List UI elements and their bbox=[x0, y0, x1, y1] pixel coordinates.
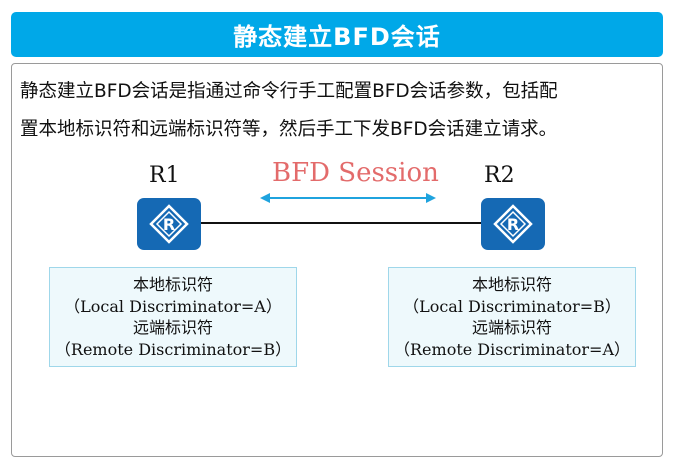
router-r2-label: R2 bbox=[484, 163, 515, 188]
bidirectional-arrow-icon bbox=[260, 193, 436, 203]
router-r2-icon: R bbox=[481, 198, 545, 250]
content-box bbox=[11, 63, 663, 457]
router-r2-symbol: R bbox=[493, 204, 533, 244]
intro-line-2: 置本地标识符和远端标识符等，然后手工下发BFD会话建立请求。 bbox=[20, 119, 558, 140]
r2-local-value: （Local Discriminator=B） bbox=[403, 296, 621, 316]
router-r2-letter: R bbox=[507, 215, 519, 234]
r1-discriminator-box: 本地标识符 （Local Discriminator=A） 远端标识符 （Rem… bbox=[49, 267, 297, 367]
intro-line-1: 静态建立BFD会话是指通过命令行手工配置BFD会话参数，包括配 bbox=[20, 81, 558, 102]
router-r1-label: R1 bbox=[149, 163, 180, 188]
router-r1-letter: R bbox=[163, 215, 175, 234]
router-r1-symbol: R bbox=[149, 204, 189, 244]
r2-remote-value: （Remote Discriminator=A） bbox=[394, 339, 630, 359]
router-r1-icon: R bbox=[137, 198, 201, 250]
r1-remote-value: （Remote Discriminator=B） bbox=[54, 339, 292, 359]
r2-local-title: 本地标识符 bbox=[471, 275, 552, 294]
page-title: 静态建立BFD会话 bbox=[233, 23, 441, 51]
intro-paragraph: 静态建立BFD会话是指通过命令行手工配置BFD会话参数，包括配 置本地标识符和远… bbox=[20, 73, 660, 149]
bfd-session-label: BFD Session bbox=[272, 158, 439, 188]
r2-remote-title: 远端标识符 bbox=[471, 318, 552, 337]
r1-local-value: （Local Discriminator=A） bbox=[64, 296, 282, 316]
r1-remote-title: 远端标识符 bbox=[132, 318, 213, 337]
title-bar: 静态建立BFD会话 bbox=[11, 12, 663, 57]
r1-local-title: 本地标识符 bbox=[132, 275, 213, 294]
link-line bbox=[200, 222, 482, 224]
r2-discriminator-box: 本地标识符 （Local Discriminator=B） 远端标识符 （Rem… bbox=[388, 267, 636, 367]
